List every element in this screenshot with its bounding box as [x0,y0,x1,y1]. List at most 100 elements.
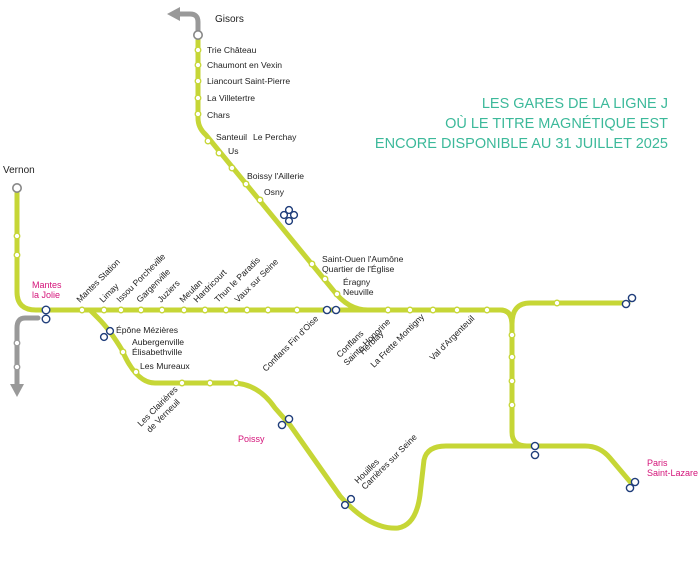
arrow-down-icon [10,384,24,397]
dot-chaumont [194,61,202,69]
station-neuville: Neuville [343,287,374,297]
dot-gargenville [137,306,145,314]
dot-santeuil [204,137,212,145]
dot-vernon-3 [13,251,21,259]
map-title: LES GARES DE LA LIGNE J OÙ LE TITRE MAGN… [375,96,668,152]
station-epone: Épône Mézières [116,325,178,335]
station-gisors: Gisors [215,14,244,25]
station-santeuil: Santeuil [216,132,247,142]
station-les-mureaux: Les Mureaux [140,361,190,371]
dot-medan [232,379,240,387]
trunk-conflans-paris [497,307,635,487]
dot-extra-1 [264,306,272,314]
labels-poissy-branch: Épône Mézières Aubergenville Élisabethvi… [116,325,698,491]
dot-quartier-eglise [321,275,329,283]
dot-vaux [243,306,251,314]
dot-trie-chateau [194,46,202,54]
dot-villennes [206,379,214,387]
dot-ermont-1 [553,299,561,307]
connection-epone [99,326,115,342]
station-la-villetertre: La Villetertre [207,93,255,103]
dot-liancourt [194,77,202,85]
station-mantes-jolie-line1: Mantes [32,280,62,290]
station-aubergenville-line1: Aubergenville [132,337,184,347]
dot-trunk-1 [508,331,516,339]
connection-conflans-fin-oise [322,305,341,315]
dot-hardricourt [201,306,209,314]
dot-eragny [333,290,341,298]
station-poissy: Poissy [238,434,265,444]
dot-mantes-station [78,306,86,314]
dot-le-perchay [215,149,223,157]
title-line-1: LES GARES DE LA LIGNE J [482,96,668,112]
uncovered-sections [14,11,201,388]
labels-west: Vernon Mantes la Jolie [3,165,62,300]
station-paris-line2: Saint-Lazare [647,468,698,478]
labels-trunk-rotated: Mantes Station Limay Issou Porcheville G… [74,251,280,304]
station-liancourt: Liancourt Saint-Pierre [207,76,290,86]
dot-extra-2 [293,306,301,314]
station-quartier-eglise: Quartier de l'Église [322,264,395,274]
station-chars: Chars [207,110,230,120]
dot-chars [194,110,202,118]
labels-trunk-below: Conflans Fin d'Oise Conflans Sainte-Hono… [260,311,476,373]
station-paris-line1: Paris [647,458,668,468]
station-boissy: Boissy l'Aillerie [247,171,304,181]
dot-trunk-4 [508,401,516,409]
dot-trunk-2 [508,353,516,361]
terminal-circles [12,29,204,194]
connection-houilles [340,494,356,510]
connection-ermont [621,293,637,309]
dot-issou [117,306,125,314]
dot-osny [256,196,264,204]
terminal-vernon [12,183,22,194]
station-conflans-fin-oise: Conflans Fin d'Oise [260,313,320,373]
dot-les-mureaux [132,368,140,376]
dot-saint-ouen [308,260,316,268]
connection-poissy [277,414,294,430]
station-osny: Osny [264,187,285,197]
station-le-perchay: Le Perchay [253,132,297,142]
station-mantes-jolie-line2: la Jolie [32,290,60,300]
dot-conflans-sh [384,306,392,314]
connection-osny [279,205,299,226]
dot-juziers [158,306,166,314]
branch-ermont [497,300,631,327]
station-vernon: Vernon [3,165,35,176]
station-chaumont: Chaumont en Vexin [207,60,282,70]
station-eragny: Éragny [343,277,371,287]
station-saint-ouen: Saint-Ouen l'Aumône [322,254,404,264]
connection-trunk [530,441,540,460]
station-aubergenville-line2: Élisabethville [132,347,182,357]
dot-la-frette [429,306,437,314]
labels-gisors-branch: Gisors Trie Château Chaumont en Vexin Li… [207,14,404,297]
dot-meulan [180,306,188,314]
arrow-left-icon [167,7,180,21]
dot-aubergenville [119,348,127,356]
gray-line-gisors [173,11,201,38]
dot-gray-1 [13,339,21,347]
dot-trunk-3 [508,377,516,385]
connection-mantes-la-jolie [41,305,51,324]
station-trie-chateau: Trie Château [207,45,257,55]
station-val-argenteuil: Val d'Argenteuil [427,313,476,362]
dot-les-clairieres [178,379,186,387]
dot-herblay [406,306,414,314]
dot-la-villetertre [194,94,202,102]
trunk-mantes-conflans [14,185,503,313]
dot-boissy [242,180,250,188]
title-line-3: ENCORE DISPONIBLE AU 31 JUILLET 2025 [375,136,668,152]
terminal-gisors [193,29,204,40]
line-j-tracks [14,32,635,531]
connections [41,205,640,510]
title-line-2: OÙ LE TITRE MAGNÉTIQUE EST [445,115,668,132]
dot-cormeilles [453,306,461,314]
dot-vernon-2 [13,232,21,240]
dot-val-argenteuil [483,306,491,314]
connection-paris [625,477,640,493]
gray-arrows [10,7,180,397]
gray-line-evreux [14,315,41,388]
dot-thun [222,306,230,314]
